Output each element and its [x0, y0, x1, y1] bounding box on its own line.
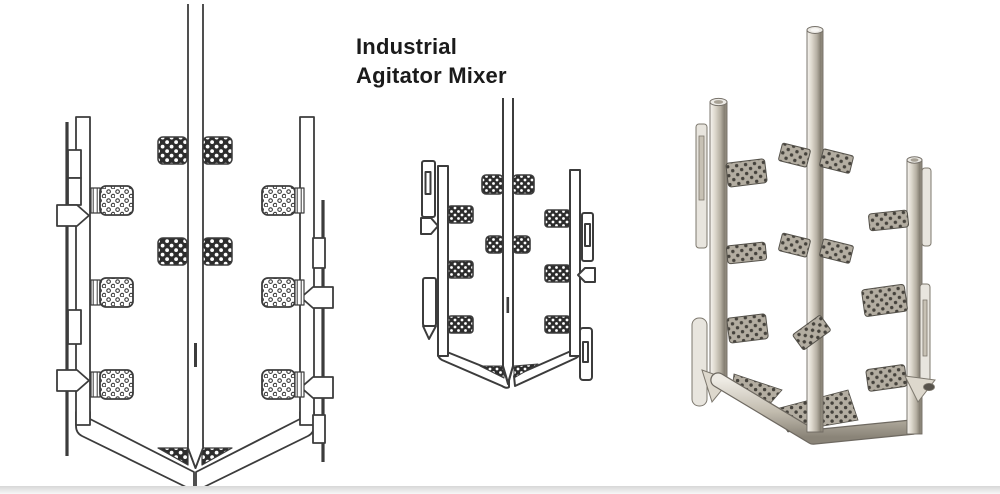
- shaft-slot-mark: [194, 343, 197, 367]
- title-line-1: Industrial: [356, 34, 458, 59]
- right-arm: [299, 116, 334, 462]
- left-arm: [56, 116, 91, 456]
- left-tube: [709, 97, 728, 391]
- right-tube: [906, 156, 923, 435]
- left-arm-small: [420, 160, 449, 357]
- figure-front-view-small: [418, 94, 600, 426]
- left-arrow-lower: [56, 369, 90, 392]
- shaft-tip-small: [502, 362, 514, 384]
- figure-3d-render: [672, 18, 952, 456]
- shaft-paddles-small: [481, 174, 535, 254]
- bottom-frame-tubes: [710, 372, 921, 445]
- left-arrow-upper: [56, 204, 90, 227]
- shaft-paddles: [157, 136, 233, 266]
- right-arrow-lower: [300, 376, 334, 399]
- agitator-front-view-large-drawing: [56, 4, 334, 490]
- central-tube: [806, 26, 824, 433]
- v-bottom-frame: [75, 411, 315, 490]
- bottom-divider-strip: [0, 486, 1000, 494]
- right-arm-paddles-small: [544, 209, 571, 334]
- agitator-3d-render: [691, 26, 936, 445]
- central-shaft-small: [502, 98, 514, 385]
- page-title: Industrial Agitator Mixer: [356, 32, 507, 90]
- v-bottom-frame-small: [437, 343, 581, 389]
- central-blades: [778, 142, 854, 350]
- right-arm-small: [569, 169, 596, 381]
- left-tube-blades: [725, 158, 769, 344]
- figure-front-view-large: [52, 0, 335, 490]
- shaft-tip: [187, 440, 204, 469]
- left-bracket: [695, 123, 708, 249]
- right-cone: [904, 375, 936, 403]
- right-tube-blades: [861, 209, 910, 392]
- left-arm-paddles-small: [447, 205, 474, 334]
- left-arm-paddles: [90, 185, 134, 400]
- agitator-front-view-small-drawing: [420, 98, 596, 389]
- right-arrow-upper: [300, 286, 334, 309]
- right-arm-paddles: [261, 185, 305, 400]
- title-line-2: Agitator Mixer: [356, 63, 507, 89]
- right-brackets: [904, 167, 936, 403]
- central-shaft: [187, 4, 204, 469]
